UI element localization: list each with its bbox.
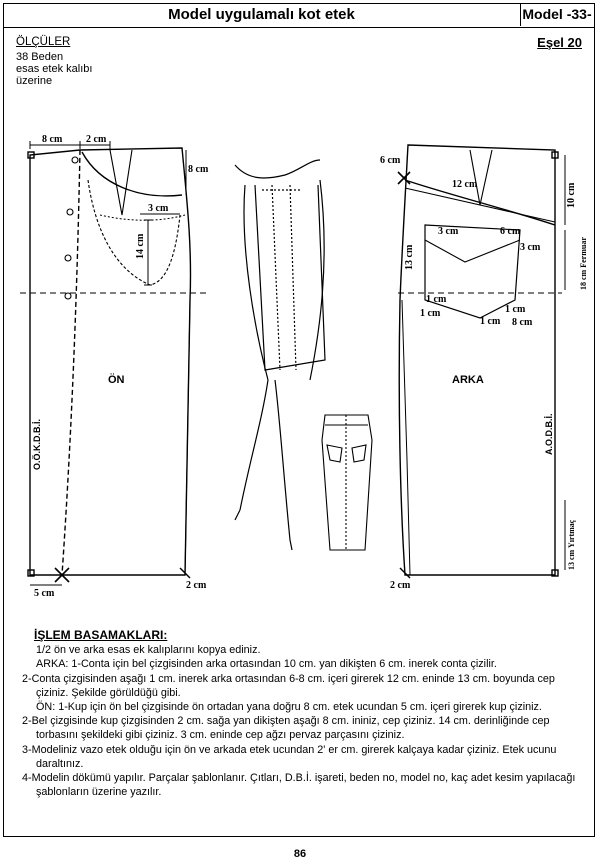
- model-figure-illustration: [234, 159, 326, 551]
- back-dim-p1c: 1 cm: [505, 304, 526, 315]
- steps-title: İŞLEM BASAMAKLARI:: [34, 628, 168, 642]
- skirt-back-illustration: [321, 414, 373, 551]
- back-dim-p1a: 1 cm: [426, 294, 447, 305]
- step-line: 1/2 ön ve arka esas ek kalıplarını kopya…: [36, 644, 261, 657]
- step-line: 3-Modeliniz vazo etek olduğu için ön ve …: [22, 743, 557, 770]
- back-pattern: [397, 144, 566, 579]
- measures-lines: 38 Beden esas etek kalıbı üzerine: [16, 51, 92, 87]
- front-pattern: [20, 141, 210, 586]
- measure-line: üzerine: [16, 75, 53, 87]
- front-dim-top-left: 8 cm: [42, 134, 63, 145]
- page-frame: [3, 3, 595, 837]
- step-line: 2-Bel çizgisinde kup çizgisinden 2 cm. s…: [22, 715, 550, 742]
- front-dim-top-mid: 2 cm: [86, 134, 107, 145]
- front-dim-bottom-left: 5 cm: [34, 588, 55, 599]
- back-dim-p6: 6 cm: [500, 226, 521, 237]
- front-dim-side-top: 8 cm: [188, 164, 209, 175]
- back-dim-p3a: 3 cm: [438, 226, 459, 237]
- step-line: 4-Modelin dökümü yapılır. Parçalar şablo…: [22, 772, 576, 799]
- step-line: ÖN: 1-Kup için ön bel çizgisinde ön orta…: [36, 701, 542, 714]
- header-bar: Model uygulamalı kot etek Model -33-: [3, 3, 595, 28]
- back-dim-p1d: 1 cm: [480, 316, 501, 327]
- steps-section: İŞLEM BASAMAKLARI: 1/2 ön ve arka esas e…: [22, 628, 582, 799]
- back-dim-bottom: 2 cm: [390, 580, 411, 591]
- back-dim-zip: 18 cm Fermuar: [579, 237, 588, 290]
- back-dim-pocket-13: 13 cm: [404, 244, 415, 270]
- back-dim-p1b: 1 cm: [420, 308, 441, 319]
- front-dim-bottom-right: 2 cm: [186, 580, 207, 591]
- model-number: Model -33-: [522, 6, 592, 22]
- back-dim-p8: 8 cm: [512, 317, 533, 328]
- measure-line: esas etek kalıbı: [16, 63, 93, 75]
- back-dim-slit: 13 cm Yırtmaç: [567, 519, 576, 570]
- scale-label: Eşel 20: [537, 35, 582, 50]
- back-name: ARKA: [452, 374, 484, 386]
- front-name: ÖN: [108, 373, 125, 386]
- back-dim-right-10: 10 cm: [566, 182, 577, 208]
- back-side-label: A.O.D.B.İ.: [544, 413, 554, 455]
- front-dim-pocket-h: 14 cm: [135, 233, 146, 259]
- measures-heading: ÖLÇÜLER: [16, 36, 71, 48]
- back-dim-yoke: 12 cm: [452, 179, 478, 190]
- step-line: 2-Conta çizgisinden aşağı 1 cm. inerek a…: [22, 672, 555, 699]
- front-side-label: O.Ö.K.D.B.İ.: [32, 419, 42, 470]
- page-number: 86: [293, 848, 307, 860]
- page-title: Model uygulamalı kot etek: [3, 3, 521, 26]
- step-line: ARKA: 1-Conta için bel çizgisinden arka …: [36, 658, 497, 671]
- measure-line: 38 Beden: [16, 51, 64, 63]
- front-dim-pocket-w: 3 cm: [148, 203, 169, 214]
- back-dim-p3b: 3 cm: [520, 242, 541, 253]
- back-dim-top-left: 6 cm: [380, 155, 401, 166]
